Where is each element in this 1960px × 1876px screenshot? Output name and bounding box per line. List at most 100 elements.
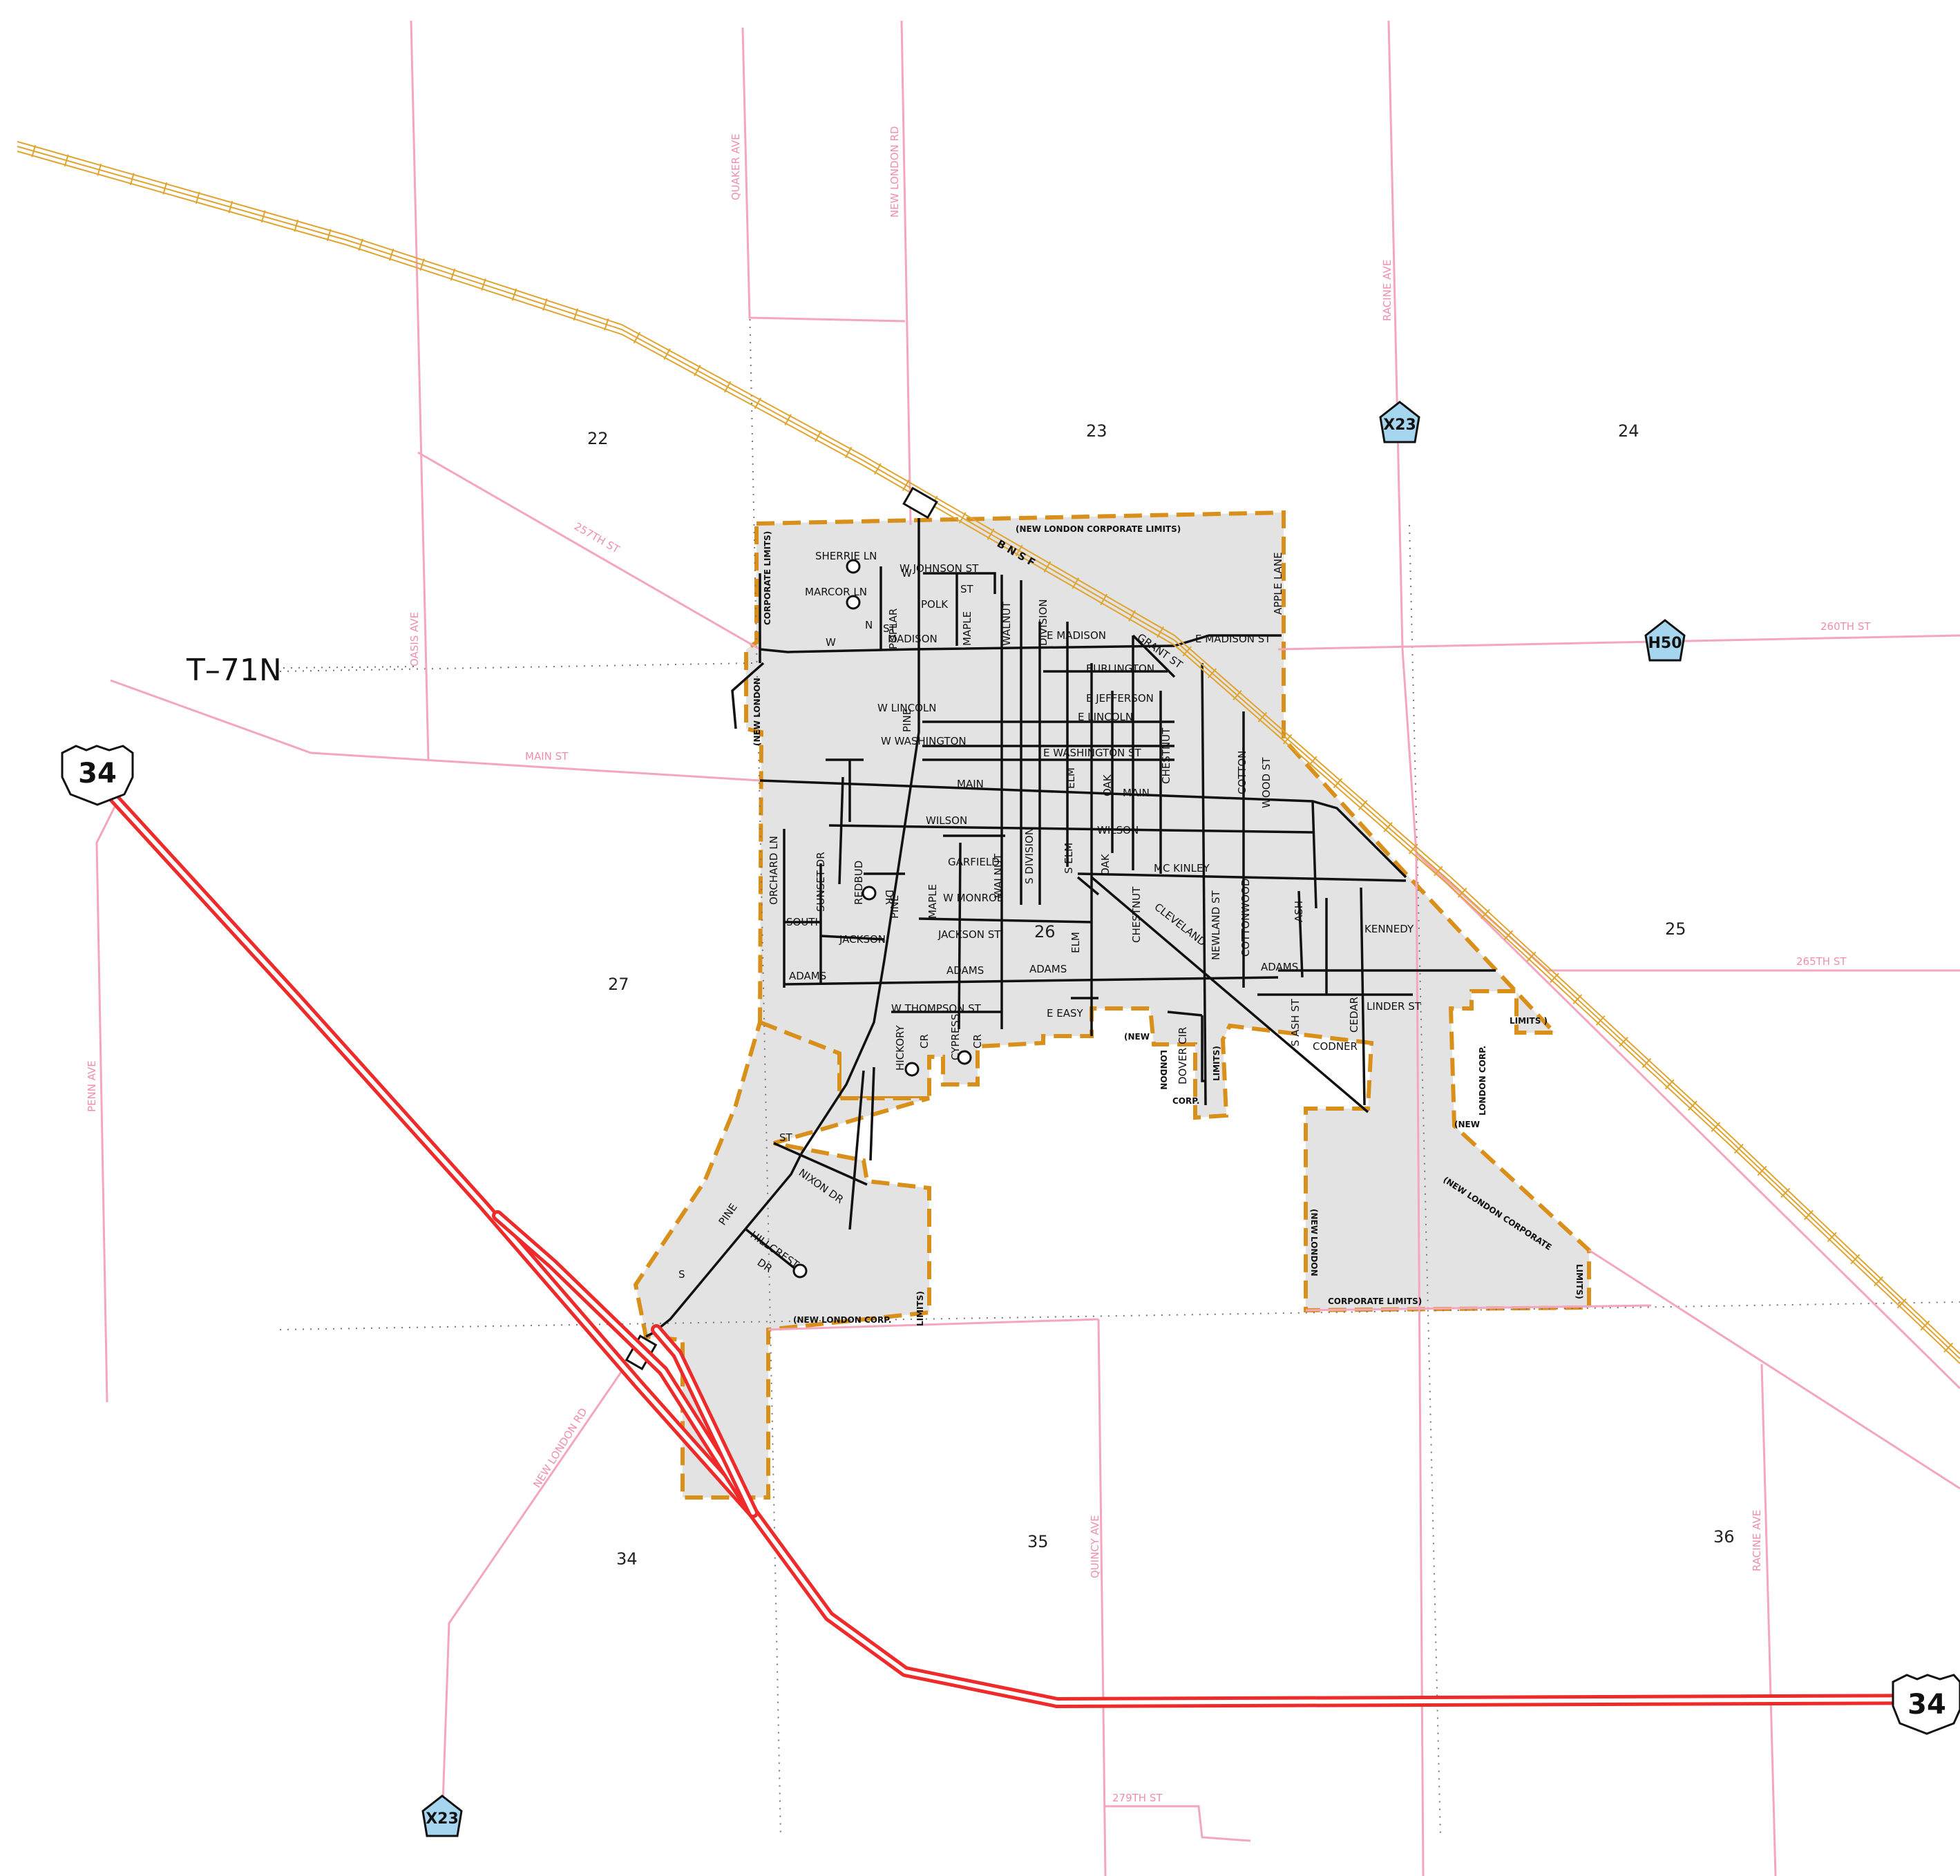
label-pine-s: PINE <box>888 895 901 919</box>
label-ash-s: ASH <box>1293 901 1305 922</box>
corp-limits-southwest-limits: LIMITS) <box>915 1291 925 1326</box>
label-new-london-rd-north: NEW LONDON RD <box>888 126 901 218</box>
rail-tie <box>388 248 394 261</box>
label-e-madison: E MADISON <box>1047 629 1106 642</box>
label-burlington: BURLINGTON <box>1086 662 1154 675</box>
rail-tie <box>1182 646 1192 657</box>
label-wood-st: WOOD ST <box>1260 757 1273 808</box>
label-e-madison-st: E MADISON ST <box>1195 633 1271 645</box>
section-23: 23 <box>1086 421 1107 441</box>
label-s-elm-south: ELM <box>1069 932 1082 953</box>
rail-tie <box>326 229 332 242</box>
corp-area-main <box>744 510 1591 1313</box>
label-cr-2: CR <box>971 1034 984 1049</box>
section-27: 27 <box>608 975 629 994</box>
rail-tie <box>419 258 425 271</box>
rail-tie <box>754 397 762 410</box>
label-265th-st: 265TH ST <box>1796 955 1847 968</box>
label-oak-s: OAK <box>1099 853 1112 876</box>
rail-tie <box>958 512 967 524</box>
rail-tie <box>694 364 701 376</box>
corp-limits-east-c: (NEW <box>1454 1120 1480 1129</box>
label-st-b: ST <box>883 622 897 635</box>
rail-tie <box>1383 822 1393 832</box>
rail-tie <box>723 381 732 393</box>
label-poplar: POPLAR <box>887 609 900 649</box>
section-lines <box>279 303 1960 1838</box>
rail-tie <box>1943 1342 1954 1353</box>
corp-limits-southwest: (NEW LONDON CORP. <box>793 1315 891 1325</box>
rail-tie <box>1711 1122 1721 1132</box>
label-main-w: MAIN <box>957 778 984 790</box>
label-main-st-west: MAIN ST <box>525 750 569 763</box>
label-st-a: ST <box>960 583 974 595</box>
label-sunset-dr: SUNSET DR <box>815 852 827 912</box>
label-new-london-rd-south: NEW LONDON RD <box>531 1406 589 1490</box>
rail-tie <box>1015 544 1023 557</box>
rail-tie <box>228 200 234 213</box>
rail-tie <box>1572 994 1583 1004</box>
label-pine-n: PINE <box>901 709 913 732</box>
rail-tie <box>1780 1187 1791 1198</box>
rail-tie <box>129 173 135 186</box>
rail-tie <box>1757 1165 1767 1176</box>
corp-limits-south-b: LONDON <box>1159 1050 1168 1090</box>
label-garfield: GARFIELD <box>948 856 1000 868</box>
x23-shield-south: X23 <box>421 1794 463 1837</box>
rail-tie <box>1481 908 1490 919</box>
rural-road-labels: QUAKER AVE NEW LONDON RD RACINE AVE 257T… <box>86 126 1871 1804</box>
label-chestnut-n: CHESTNUT <box>1160 727 1172 784</box>
label-division-s: S DIVISION <box>1023 827 1036 884</box>
corp-limits-se-bottom: CORPORATE LIMITS) <box>1328 1296 1422 1306</box>
label-hickory-cr: HICKORY <box>894 1025 906 1071</box>
rail-tie <box>987 528 995 540</box>
rail-tie <box>294 219 299 232</box>
township-label: T–71N <box>186 653 282 688</box>
redbud-dr-culdesac <box>862 886 877 901</box>
label-w-thompson-st: W THOMPSON ST <box>891 1002 982 1015</box>
label-newland-st: NEWLAND ST <box>1210 890 1222 960</box>
label-quincy-ave: QUINCY AVE <box>1089 1515 1101 1578</box>
label-s-sw: S <box>678 1268 685 1281</box>
bnsf-railroad <box>17 141 1960 1364</box>
rail-tie <box>1308 756 1317 767</box>
label-redbud-dr: REDBUD <box>853 861 865 905</box>
section-35: 35 <box>1027 1532 1049 1551</box>
rail-tie <box>1896 1298 1907 1309</box>
rail-tie <box>1850 1254 1861 1265</box>
label-penn-ave: PENN AVE <box>86 1060 98 1112</box>
section-25: 25 <box>1665 919 1686 939</box>
label-oak-n: OAK <box>1101 774 1114 796</box>
rail-tie <box>260 210 266 223</box>
label-washington-e: E WASHINGTON ST <box>1043 747 1142 759</box>
rail-tie <box>1333 778 1343 789</box>
rail-tie <box>358 238 363 251</box>
rail-tie <box>511 288 517 301</box>
label-elm-s: S ELM <box>1063 843 1075 874</box>
section-numbers: 22 23 24 25 26 27 34 35 36 <box>587 421 1735 1569</box>
label-e-jefferson: E JEFFERSON <box>1086 692 1154 705</box>
section-34: 34 <box>616 1549 638 1569</box>
label-e-codner: CODNER <box>1313 1040 1358 1053</box>
rail-tie <box>1408 843 1418 854</box>
rail-tie <box>874 463 882 475</box>
corp-limits-north: (NEW LONDON CORPORATE LIMITS) <box>1016 524 1181 534</box>
x23-north-label: X23 <box>1383 417 1416 434</box>
label-cr-1: CR <box>918 1034 931 1049</box>
label-madison: MADISON <box>888 633 938 645</box>
rail-tie <box>902 479 910 491</box>
rail-tie <box>1920 1320 1930 1331</box>
corporate-limits-area <box>633 510 1591 1500</box>
label-cottonwood-s: COTTONWOOD <box>1239 879 1252 957</box>
corp-limits-east-b: LONDON CORP. <box>1478 1046 1487 1116</box>
label-chestnut-s: CHESTNUT <box>1130 886 1143 943</box>
corp-limits-se-west-a: (NEW <box>1309 1209 1319 1234</box>
us34-east-label: 34 <box>1907 1689 1946 1721</box>
rail-tie <box>1358 800 1368 811</box>
rail-tie <box>573 308 579 321</box>
label-marcor-ln: MARCOR LN <box>805 586 867 598</box>
x23-shield-north: X23 <box>1379 401 1420 443</box>
label-division-n: DIVISION <box>1037 599 1049 646</box>
label-w-a: W <box>902 567 912 580</box>
